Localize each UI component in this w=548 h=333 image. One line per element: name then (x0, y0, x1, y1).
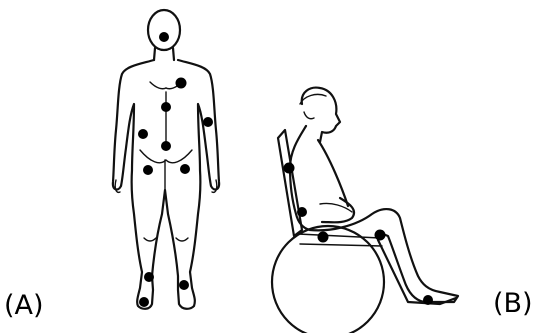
pressure-points-panel-a (138, 32, 213, 307)
pressure-point-ischium-left (143, 165, 153, 175)
pressure-point-elbow-right (203, 117, 213, 127)
pressure-point-ischium-right (180, 164, 190, 174)
panel-label-a: (A) (4, 292, 44, 319)
pressure-point-heel (423, 295, 433, 305)
pressure-point-sacrum (161, 141, 171, 151)
pressure-point-occiput (159, 32, 169, 42)
pressure-point-ankle-left (144, 272, 154, 282)
pressure-point-ischium (318, 232, 329, 243)
pressure-point-lower-back (297, 207, 307, 217)
pressure-point-shoulder-blade (284, 163, 295, 174)
standing-figure-back-view (113, 10, 219, 309)
pressure-point-heel-left (139, 297, 149, 307)
panel-label-b: (B) (493, 290, 533, 317)
pressure-point-elbow-left (138, 129, 148, 139)
pressure-point-scapula (176, 78, 187, 89)
pressure-point-knee (375, 230, 386, 241)
pressure-point-spine (161, 102, 171, 112)
pressure-point-ankle-right (179, 280, 189, 290)
